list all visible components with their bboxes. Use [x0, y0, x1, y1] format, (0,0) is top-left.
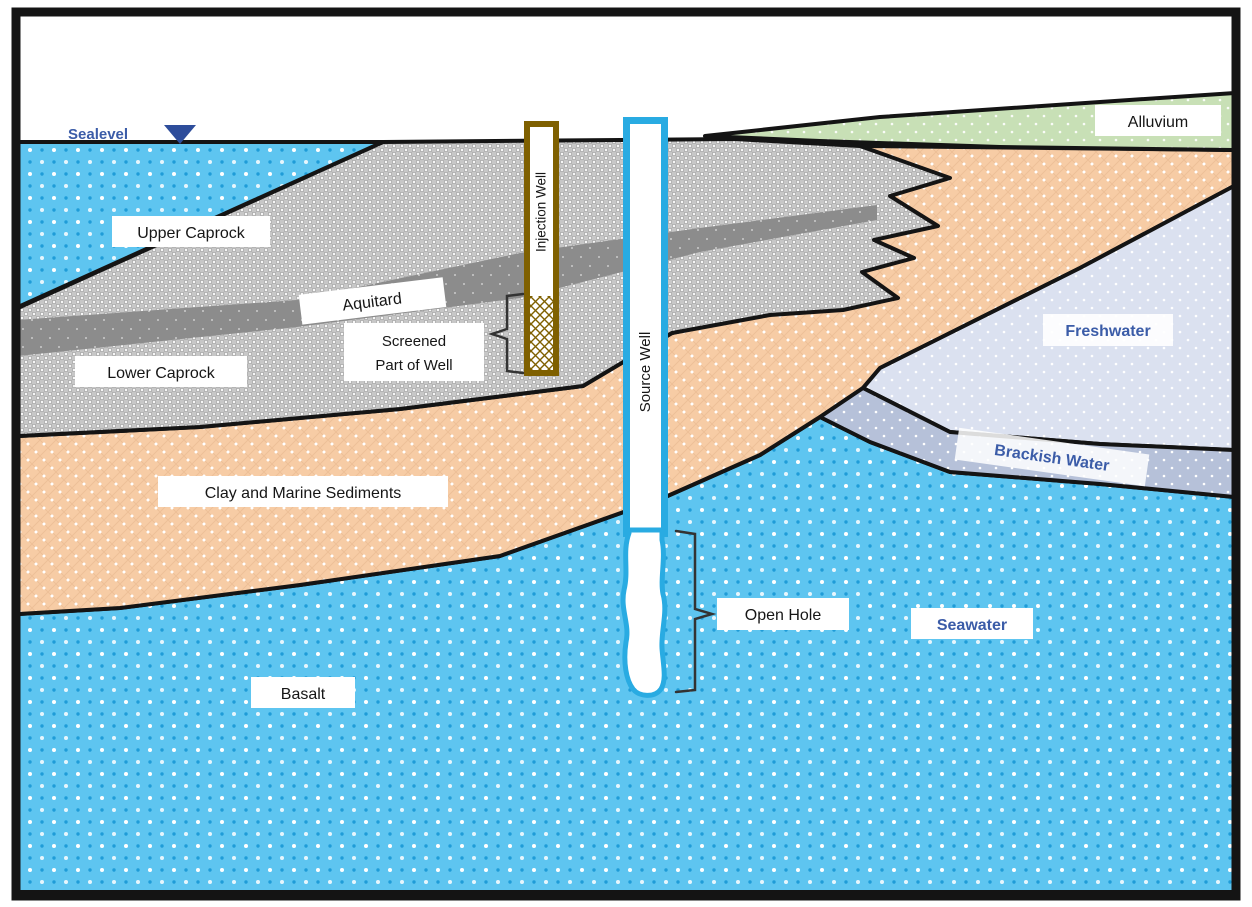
label-freshwater: Freshwater — [1043, 314, 1173, 346]
svg-text:Part of Well: Part of Well — [375, 357, 452, 374]
open-hole-bracket — [674, 529, 717, 694]
sealevel-annotation: Sealevel — [68, 125, 196, 144]
label-screened-part-of-well: Screened Part of Well — [344, 323, 484, 381]
source-well: Source Well — [620, 117, 668, 698]
label-alluvium: Alluvium — [1095, 105, 1221, 136]
svg-text:Alluvium: Alluvium — [1128, 114, 1188, 131]
svg-text:Upper Caprock: Upper Caprock — [137, 225, 246, 242]
svg-text:Clay and Marine Sediments: Clay and Marine Sediments — [205, 485, 402, 502]
source-well-label: Source Well — [637, 332, 654, 413]
label-lower-caprock: Lower Caprock — [75, 356, 247, 387]
svg-text:Seawater: Seawater — [937, 617, 1007, 634]
svg-text:Freshwater: Freshwater — [1065, 323, 1150, 340]
label-basalt: Basalt — [251, 677, 355, 708]
svg-text:Basalt: Basalt — [281, 686, 326, 703]
svg-text:Lower Caprock: Lower Caprock — [107, 365, 216, 382]
svg-text:Open Hole: Open Hole — [745, 607, 822, 624]
label-upper-caprock: Upper Caprock — [112, 216, 270, 247]
sealevel-marker-icon — [164, 125, 196, 144]
label-seawater: Seawater — [911, 608, 1033, 639]
label-clay-and-marine-sediments: Clay and Marine Sediments — [158, 476, 448, 507]
injection-well: Injection Well — [524, 121, 559, 376]
injection-well-screened-section — [530, 296, 553, 370]
svg-text:Screened: Screened — [382, 333, 446, 350]
screened-part-bracket — [488, 292, 525, 375]
label-aquitard: Aquitard — [298, 277, 447, 325]
injection-well-label: Injection Well — [534, 172, 549, 252]
source-well-open-hole — [620, 527, 668, 698]
label-open-hole: Open Hole — [717, 598, 849, 630]
figure-border — [11, 7, 1241, 901]
sealevel-label: Sealevel — [68, 126, 128, 143]
